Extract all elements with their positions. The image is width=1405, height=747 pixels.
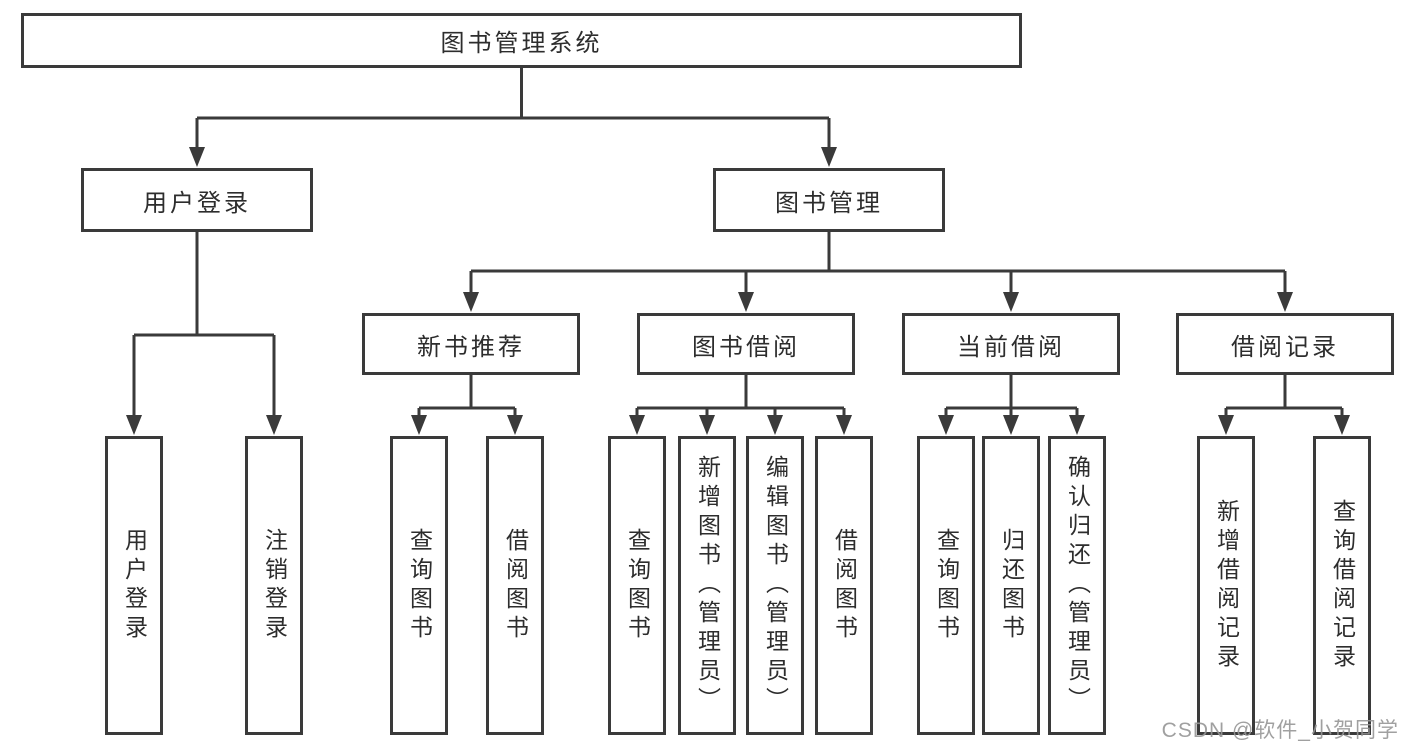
node-label: 新书推荐 <box>417 333 525 361</box>
node-label: 查询图书 <box>406 527 433 644</box>
leaf-edit-books-admin: 编辑图书（管理员） <box>746 436 804 735</box>
node-user-login: 用户登录 <box>81 168 313 232</box>
node-label: 注销登录 <box>261 527 288 644</box>
node-label: 图书管理 <box>775 189 883 217</box>
node-label: 借阅记录 <box>1231 333 1339 361</box>
leaf-query-books-current: 查询图书 <box>917 436 975 735</box>
leaf-confirm-return-admin: 确认归还（管理员） <box>1048 436 1106 735</box>
leaf-query-books-recommend: 查询图书 <box>390 436 448 735</box>
node-label: 用户登录 <box>143 189 251 217</box>
node-label: 新增图书（管理员） <box>694 455 721 716</box>
node-label: 图书管理系统 <box>440 30 603 57</box>
node-label: 归还图书 <box>998 527 1025 644</box>
leaf-borrow-books-recommend: 借阅图书 <box>486 436 544 735</box>
leaf-add-books-admin: 新增图书（管理员） <box>678 436 736 735</box>
node-borrowing-records: 借阅记录 <box>1176 313 1394 375</box>
leaf-user-login: 用户登录 <box>105 436 163 735</box>
node-label: 借阅图书 <box>831 527 858 644</box>
node-label: 查询图书 <box>624 527 651 644</box>
node-label: 新增借阅记录 <box>1213 498 1240 673</box>
node-label: 编辑图书（管理员） <box>762 455 789 716</box>
node-label: 查询借阅记录 <box>1329 498 1356 673</box>
leaf-query-borrow-record: 查询借阅记录 <box>1313 436 1371 735</box>
node-label: 查询图书 <box>933 527 960 644</box>
node-library-management-system: 图书管理系统 <box>21 13 1022 68</box>
node-book-borrowing: 图书借阅 <box>637 313 855 375</box>
leaf-return-books: 归还图书 <box>982 436 1040 735</box>
node-book-management: 图书管理 <box>713 168 945 232</box>
node-new-book-recommendation: 新书推荐 <box>362 313 580 375</box>
node-current-borrowing: 当前借阅 <box>902 313 1120 375</box>
node-label: 用户登录 <box>121 527 148 644</box>
leaf-query-books-borrowing: 查询图书 <box>608 436 666 735</box>
node-label: 当前借阅 <box>957 333 1065 361</box>
node-label: 借阅图书 <box>502 527 529 644</box>
leaf-logout: 注销登录 <box>245 436 303 735</box>
csdn-watermark: CSDN @软件_小贺同学 <box>1161 719 1399 742</box>
leaf-borrow-books: 借阅图书 <box>815 436 873 735</box>
leaf-add-borrow-record: 新增借阅记录 <box>1197 436 1255 735</box>
node-label: 确认归还（管理员） <box>1064 455 1091 716</box>
node-label: 图书借阅 <box>692 333 800 361</box>
